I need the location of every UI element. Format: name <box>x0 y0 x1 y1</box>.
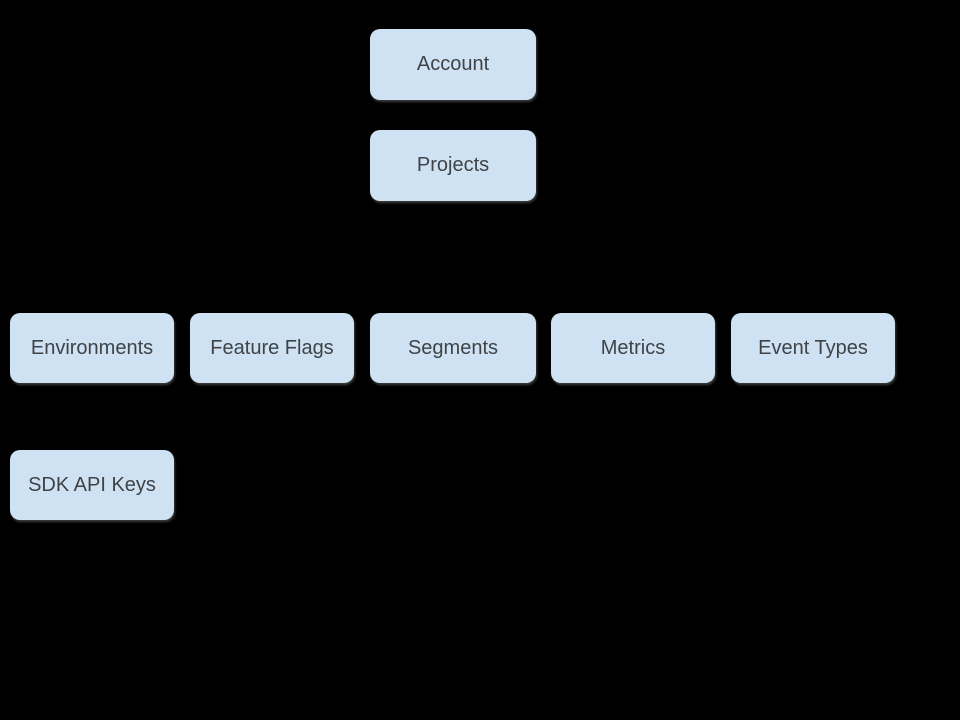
node-event-types: Event Types <box>731 313 895 383</box>
node-projects: Projects <box>370 130 536 201</box>
node-account: Account <box>370 29 536 100</box>
node-environments: Environments <box>10 313 174 383</box>
node-metrics: Metrics <box>551 313 715 383</box>
node-feature-flags: Feature Flags <box>190 313 354 383</box>
node-sdk-api-keys: SDK API Keys <box>10 450 174 520</box>
node-segments: Segments <box>370 313 536 383</box>
